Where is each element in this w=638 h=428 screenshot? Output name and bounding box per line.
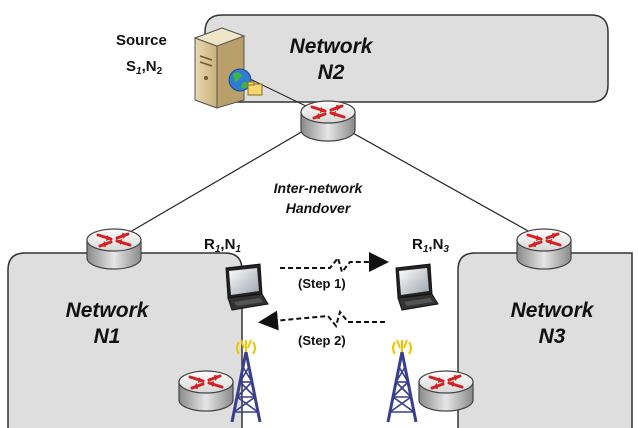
mobile-right-n: N xyxy=(432,236,444,253)
folder-icon xyxy=(247,81,263,96)
mobile-left-n-sub: 1 xyxy=(235,244,241,255)
router-ap-left-icon xyxy=(177,369,235,413)
source-n-sub: 2 xyxy=(156,66,163,77)
network-n3-label: Network N3 xyxy=(497,298,607,350)
router-n3-icon xyxy=(515,227,573,271)
handover-line2: Handover xyxy=(285,200,351,216)
laptop-left-icon xyxy=(225,263,269,311)
network-n3-box xyxy=(457,252,633,428)
router-n1-icon xyxy=(85,227,143,271)
network-n1-label: Network N1 xyxy=(52,298,162,350)
mobile-left-r-sub: 1 xyxy=(214,244,221,255)
network-n2-label: Network N2 xyxy=(276,34,386,86)
link-source-router xyxy=(247,77,311,109)
handover-label: Inter-network Handover xyxy=(262,178,374,218)
network-n1-line2: N1 xyxy=(93,325,121,348)
source-sep: , xyxy=(141,58,146,75)
source-ids: S1,N2 xyxy=(126,58,162,77)
server-icon xyxy=(193,27,246,109)
step1-arrow xyxy=(280,252,389,275)
handover-line1: Inter-network xyxy=(273,180,363,196)
link-n2-n1 xyxy=(129,126,311,233)
source-n: N xyxy=(145,58,157,75)
mobile-right-r: R xyxy=(412,236,423,253)
network-n3-line2: N3 xyxy=(538,325,566,348)
network-n2-line2: N2 xyxy=(317,61,345,84)
mobile-left-sep: , xyxy=(220,236,225,253)
mobile-right-r-sub: 1 xyxy=(422,244,429,255)
step2-label: (Step 2) xyxy=(298,333,346,348)
step1-label: (Step 1) xyxy=(298,276,346,291)
tower-right-icon xyxy=(386,338,418,424)
network-n2-line1: Network xyxy=(289,35,373,58)
mobile-left-r: R xyxy=(204,236,215,253)
link-n2-n3 xyxy=(341,126,531,233)
mobile-right-label: R1,N3 xyxy=(412,236,449,255)
mobile-left-label: R1,N1 xyxy=(204,236,241,255)
source-s: S xyxy=(126,58,137,75)
network-n2-box xyxy=(204,14,609,103)
network-n1-line1: Network xyxy=(65,299,149,322)
network-n3-line1: Network xyxy=(510,299,594,322)
source-s-sub: 1 xyxy=(136,66,142,77)
mobile-left-n: N xyxy=(224,236,236,253)
router-n2-icon xyxy=(299,99,357,143)
step2-arrow xyxy=(258,309,385,331)
router-ap-right-icon xyxy=(417,369,475,413)
mobile-right-sep: , xyxy=(428,236,433,253)
globe-icon xyxy=(228,68,252,92)
laptop-right-icon xyxy=(395,263,439,311)
mobile-right-n-sub: 3 xyxy=(443,244,449,255)
source-title: Source xyxy=(116,32,167,49)
